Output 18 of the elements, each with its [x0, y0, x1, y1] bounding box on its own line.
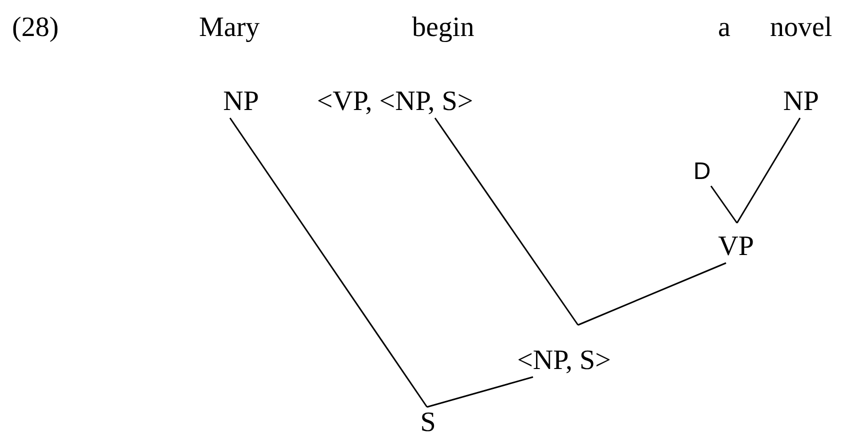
word: Mary — [199, 12, 260, 44]
branch-line — [426, 376, 534, 408]
category-label: VP — [718, 231, 754, 263]
category-label: S — [420, 408, 436, 438]
branch-line — [434, 118, 579, 326]
category-label: D — [693, 158, 711, 186]
branch-line — [710, 186, 738, 224]
example-number: (28) — [12, 12, 59, 44]
category-label: <VP, <NP, S> — [316, 86, 474, 118]
word: novel — [770, 12, 832, 44]
branch-line — [736, 118, 801, 224]
category-label: <NP, S> — [517, 345, 611, 377]
word: a — [718, 12, 730, 44]
branch-line — [578, 262, 726, 326]
branch-line — [229, 118, 428, 408]
category-label: NP — [223, 86, 259, 118]
category-label: NP — [783, 86, 819, 118]
word: begin — [412, 12, 474, 44]
